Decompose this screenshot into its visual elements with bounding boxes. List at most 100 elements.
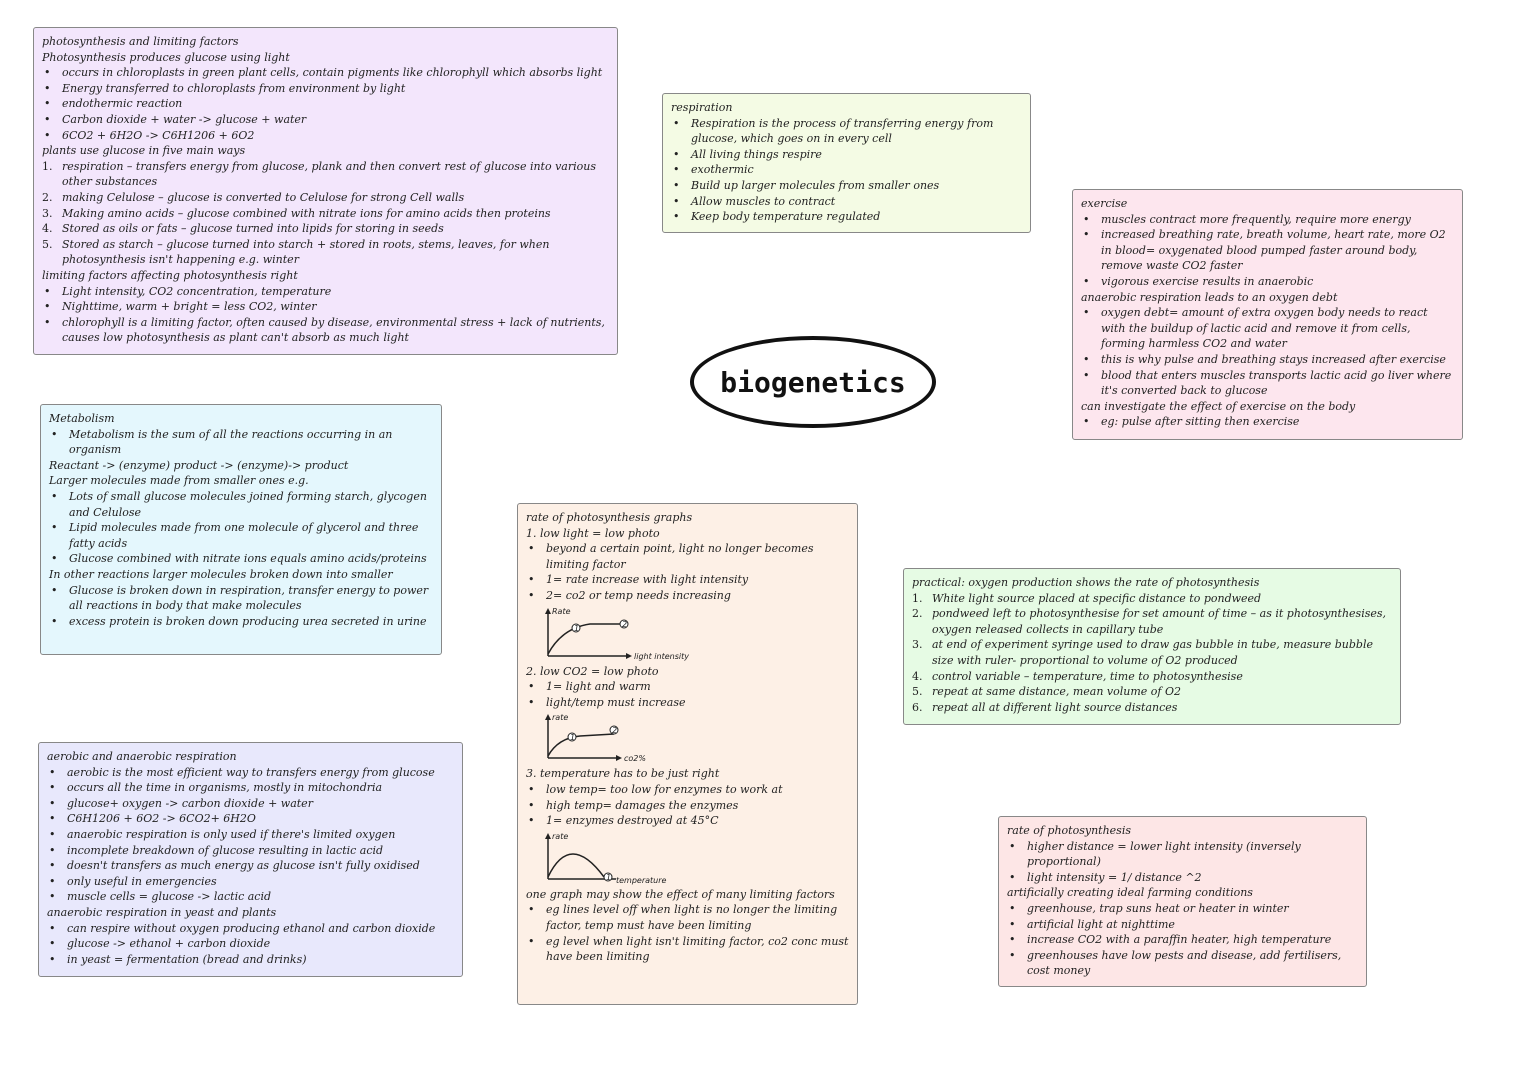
list-item: doesn't transfers as much energy as gluc… — [47, 858, 454, 874]
list-item: light intensity = 1/ distance ^2 — [1007, 870, 1358, 886]
bullet-list: higher distance = lower light intensity … — [1007, 839, 1358, 886]
list-item: 5.Stored as starch – glucose turned into… — [42, 237, 550, 267]
list-item: Carbon dioxide + water -> glucose + wate… — [42, 112, 609, 128]
practical-note: practical: oxygen production shows the r… — [903, 568, 1401, 725]
graphs-note: rate of photosynthesis graphs 1. low lig… — [517, 503, 858, 1005]
list-item: glucose+ oxygen -> carbon dioxide + wate… — [47, 796, 454, 812]
list-item: Respiration is the process of transferri… — [671, 116, 1022, 147]
co2-graph: rate co2% 1 2 — [545, 713, 646, 763]
list-item: anaerobic respiration is only used if th… — [47, 827, 454, 843]
marker-label: 1 — [570, 733, 575, 742]
note-title: Metabolism — [49, 412, 115, 425]
list-item: Lipid molecules made from one molecule o… — [49, 520, 433, 551]
title-oval: biogenetics — [690, 336, 936, 428]
list-item: excess protein is broken down producing … — [49, 614, 433, 630]
note-subheading: can investigate the effect of exercise o… — [1081, 399, 1356, 413]
note-title: exercise — [1081, 197, 1128, 210]
marker-label: 2 — [622, 620, 627, 629]
page-title: biogenetics — [720, 365, 906, 399]
note-title: aerobic and anaerobic respiration — [47, 750, 237, 763]
list-item: greenhouses have low pests and disease, … — [1007, 948, 1358, 979]
list-item: this is why pulse and breathing stays in… — [1081, 352, 1454, 368]
marker-circle — [609, 725, 619, 735]
list-item: endothermic reaction — [42, 96, 609, 112]
list-item: 2.making Celulose – glucose is converted… — [42, 190, 465, 204]
bullet-list: eg: pulse after sitting then exercise — [1081, 414, 1454, 430]
list-item: 2.pondweed left to photosynthesise for s… — [912, 607, 1387, 636]
y-axis-label: rate — [552, 713, 568, 722]
list-item: aerobic is the most efficient way to tra… — [47, 765, 454, 781]
list-item: can respire without oxygen producing eth… — [47, 921, 454, 937]
list-item: 1= enzymes destroyed at 45°C — [526, 813, 849, 829]
list-item: in yeast = fermentation (bread and drink… — [47, 952, 454, 968]
y-axis-arrow — [545, 832, 551, 839]
note-subheading: 2. low CO2 = low photo — [526, 664, 659, 678]
bullet-list: Glucose is broken down in respiration, t… — [49, 583, 433, 630]
respiration-note: respiration Respiration is the process o… — [662, 93, 1031, 233]
list-item: eg lines level off when light is no long… — [526, 902, 849, 933]
list-item: low temp= too low for enzymes to work at — [526, 782, 849, 798]
bullet-list: Respiration is the process of transferri… — [671, 116, 1022, 225]
list-item: 1= rate increase with light intensity — [526, 572, 849, 588]
note-title: photosynthesis and limiting factors — [42, 35, 239, 48]
note-subheading: one graph may show the effect of many li… — [526, 887, 835, 901]
list-item: 3.Making amino acids – glucose combined … — [42, 206, 551, 220]
marker-label: 2 — [612, 726, 617, 735]
y-axis-arrow — [545, 607, 551, 614]
marker-circle — [567, 732, 577, 742]
list-item: Metabolism is the sum of all the reactio… — [49, 427, 433, 458]
x-axis-label: light intensity — [634, 652, 689, 661]
bullet-list: low temp= too low for enzymes to work at… — [526, 782, 849, 829]
note-subheading: limiting factors affecting photosynthesi… — [42, 268, 298, 282]
note-text: Photosynthesis produces glucose using li… — [42, 50, 290, 64]
list-item: 5.repeat at same distance, mean volume o… — [912, 685, 1182, 699]
list-item: increased breathing rate, breath volume,… — [1081, 227, 1454, 274]
note-title: respiration — [671, 101, 733, 114]
x-axis-arrow — [626, 652, 632, 659]
list-item: 1.White light source placed at specific … — [912, 591, 1262, 605]
bullet-list: Light intensity, CO2 concentration, temp… — [42, 284, 609, 346]
bullet-list: greenhouse, trap suns heat or heater in … — [1007, 901, 1358, 979]
note-text: Reactant -> (enzyme) product -> (enzyme)… — [49, 458, 349, 472]
list-item: Energy transferred to chloroplasts from … — [42, 81, 609, 97]
list-item: high temp= damages the enzymes — [526, 798, 849, 814]
bullet-list: beyond a certain point, light no longer … — [526, 541, 849, 603]
y-axis-arrow — [545, 714, 551, 721]
marker-label: 1 — [574, 624, 579, 633]
list-item: greenhouse, trap suns heat or heater in … — [1007, 901, 1358, 917]
bullet-list: 1= light and warm light/temp must increa… — [526, 679, 849, 710]
y-axis-label: Rate — [552, 607, 571, 616]
marker-label: 1 — [606, 873, 611, 882]
note-subheading: anaerobic respiration in yeast and plant… — [47, 905, 277, 919]
photosynthesis-note: photosynthesis and limiting factors Phot… — [33, 27, 618, 355]
list-item: incomplete breakdown of glucose resultin… — [47, 843, 454, 859]
list-item: 4.control variable – temperature, time t… — [912, 669, 1243, 683]
list-item: increase CO2 with a paraffin heater, hig… — [1007, 932, 1358, 948]
list-item: only useful in emergencies — [47, 874, 454, 890]
light-intensity-graph: Rate light intensity 1 2 — [545, 607, 689, 661]
list-item: 1.respiration – transfers energy from gl… — [42, 159, 596, 189]
rate-note: rate of photosynthesis higher distance =… — [998, 816, 1367, 987]
y-axis-label: rate — [552, 832, 568, 841]
list-item: occurs in chloroplasts in green plant ce… — [42, 65, 609, 81]
curve — [547, 733, 615, 757]
list-item: 6CO2 + 6H2O -> C6H1206 + 6O2 — [42, 128, 609, 144]
bullet-list: can respire without oxygen producing eth… — [47, 921, 454, 968]
bullet-list: muscles contract more frequently, requir… — [1081, 212, 1454, 290]
bullet-list: eg lines level off when light is no long… — [526, 902, 849, 964]
list-item: blood that enters muscles transports lac… — [1081, 368, 1454, 399]
exercise-note: exercise muscles contract more frequentl… — [1072, 189, 1463, 440]
metabolism-note: Metabolism Metabolism is the sum of all … — [40, 404, 442, 655]
list-item: eg level when light isn't limiting facto… — [526, 934, 849, 965]
bullet-list: oxygen debt= amount of extra oxygen body… — [1081, 305, 1454, 399]
list-item: All living things respire — [671, 147, 1022, 163]
list-item: 6.repeat all at different light source d… — [912, 700, 1178, 714]
list-item: light/temp must increase — [526, 695, 849, 711]
numbered-list: 1.White light source placed at specific … — [912, 591, 1392, 716]
note-subheading: plants use glucose in five main ways — [42, 144, 246, 158]
bullet-list: occurs in chloroplasts in green plant ce… — [42, 65, 609, 143]
numbered-list: 1.respiration – transfers energy from gl… — [42, 159, 609, 268]
list-item: 4.Stored as oils or fats – glucose turne… — [42, 222, 444, 236]
note-subheading: artificially creating ideal farming cond… — [1007, 886, 1253, 900]
note-title: rate of photosynthesis — [1007, 824, 1131, 837]
